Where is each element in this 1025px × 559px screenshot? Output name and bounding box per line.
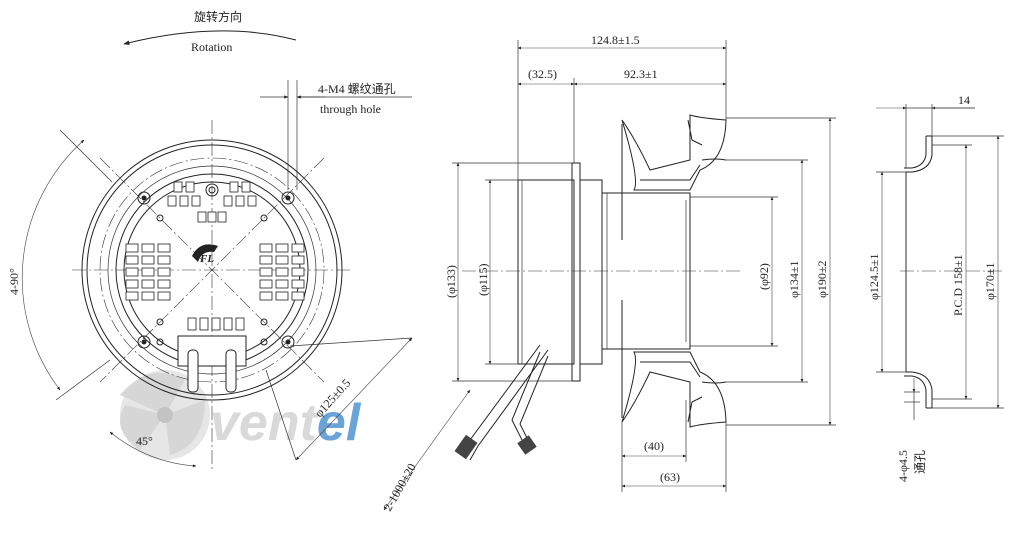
rotation-indicator: 旋转方向 Rotation bbox=[123, 9, 297, 54]
dia-133-label: (φ133) bbox=[444, 265, 458, 298]
holes-cn-label: 通孔 bbox=[913, 450, 927, 474]
mounting-screws bbox=[137, 191, 295, 349]
through-hole-label-en: through hole bbox=[320, 102, 381, 116]
svg-text:FL: FL bbox=[199, 253, 214, 265]
holes-label: 4-φ4.5 bbox=[896, 450, 910, 482]
inlet-ring-view: 14 φ124.5±1 P.C.D 158±1 φ170±1 4-φ4.5 通孔 bbox=[867, 93, 1004, 482]
pcd-158-label: P.C.D 158±1 bbox=[951, 254, 965, 316]
len-14-label: 14 bbox=[958, 93, 970, 107]
rotation-arrow-icon bbox=[123, 30, 297, 46]
rotation-label-en: Rotation bbox=[191, 40, 232, 54]
brand-logo-icon: FL bbox=[192, 244, 218, 265]
cable-connector bbox=[177, 335, 247, 393]
rotation-label-cn: 旋转方向 bbox=[194, 9, 242, 24]
through-hole-label-cn: 4-M4 螺纹通孔 bbox=[318, 82, 396, 96]
dia-134-label: φ134±1 bbox=[787, 260, 801, 298]
overall-length-label: 124.8±1.5 bbox=[591, 33, 640, 47]
through-hole-callout: 4-M4 螺纹通孔 through hole bbox=[260, 80, 412, 190]
side-view: 124.8±1.5 (32.5) 92.3±1 (φ133) (φ115) (φ… bbox=[380, 33, 836, 514]
vent-slots-left bbox=[125, 243, 171, 301]
impeller-blades bbox=[621, 114, 727, 428]
len-63-label: (63) bbox=[660, 470, 680, 484]
dia-190-label: φ190±2 bbox=[815, 260, 829, 298]
dia-124-5-label: φ124.5±1 bbox=[867, 253, 881, 300]
vent-slots-top bbox=[167, 181, 257, 223]
dia-170-label: φ170±1 bbox=[983, 262, 997, 300]
front-view: FL 4-90° 45° φ125±0.5 bbox=[7, 120, 413, 470]
cable-length-label: 2-1000±20 bbox=[380, 461, 418, 514]
angle-45-label: 45° bbox=[136, 434, 153, 448]
len-32-5-label: (32.5) bbox=[528, 67, 557, 81]
watermark-text: ventel bbox=[210, 394, 362, 452]
cable bbox=[454, 344, 549, 461]
vent-slots-bottom bbox=[187, 317, 245, 331]
dia-115-label: (φ115) bbox=[476, 264, 490, 296]
angle-4x90-label: 4-90° bbox=[7, 268, 21, 295]
vent-slots-right bbox=[259, 243, 305, 301]
dia-92-label: (φ92) bbox=[757, 263, 771, 290]
len-40-label: (40) bbox=[644, 439, 664, 453]
len-92-3-label: 92.3±1 bbox=[624, 67, 658, 81]
